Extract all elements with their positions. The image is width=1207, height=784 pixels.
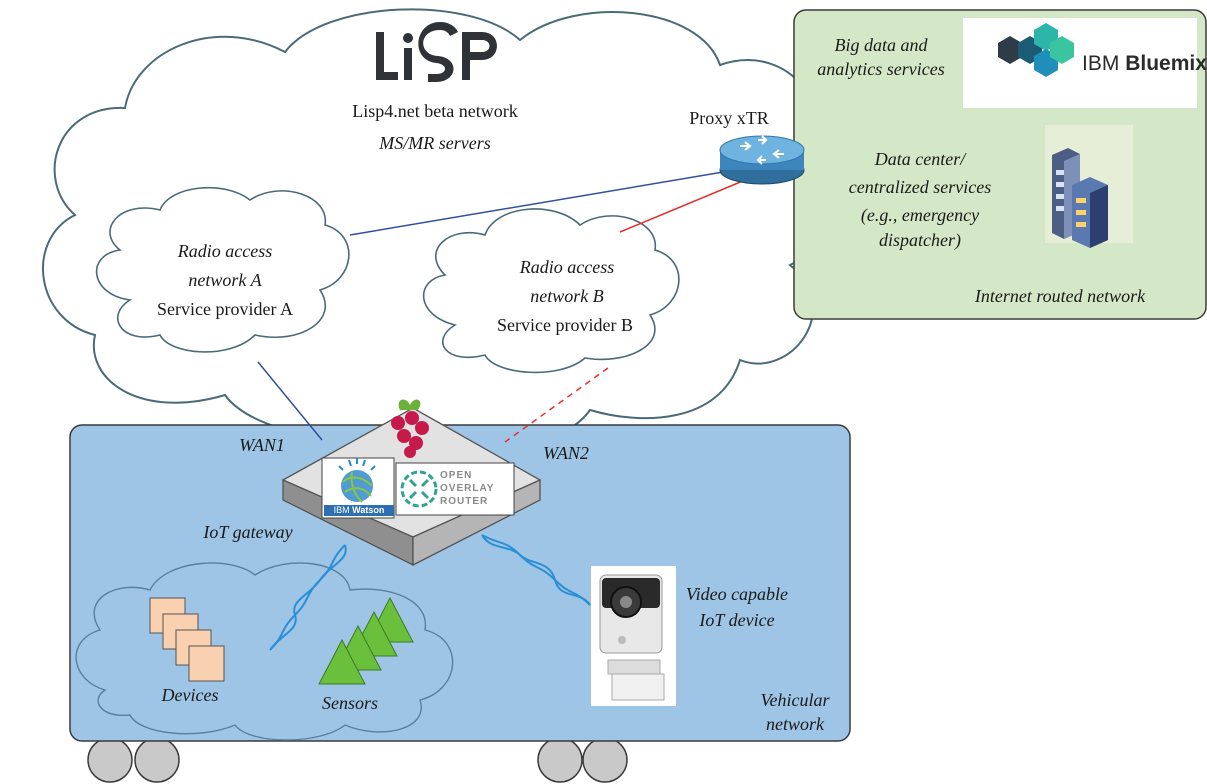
router-icon [719, 135, 805, 185]
iot-gateway-label: IoT gateway [203, 522, 293, 542]
bluemix-name: Bluemix [1125, 52, 1207, 75]
devices-icon [149, 597, 225, 682]
wireless-link-sensors [269, 544, 347, 651]
wheel [582, 737, 628, 783]
wan1-label: WAN1 [239, 435, 285, 455]
watson-name: Watson [352, 505, 385, 515]
camera-label-1: Video capable [685, 584, 789, 604]
datacenter-label-2: centralized services [848, 177, 992, 197]
ran-b-provider: Service provider B [497, 315, 633, 335]
bluemix-hexagon-icon [998, 23, 1074, 77]
link-ran-b-to-proxy [619, 177, 751, 233]
ran-a-provider: Service provider A [157, 299, 293, 319]
bluemix-logo-panel [963, 18, 1197, 108]
wan2-label: WAN2 [543, 443, 589, 463]
oor-wordmark: OPEN OVERLAY ROUTER [440, 469, 512, 508]
oor-line-1: OPEN [440, 470, 473, 481]
link-wan1 [257, 361, 323, 441]
bigdata-label-2: analytics services [817, 59, 945, 79]
ran-b-cloud [422, 208, 680, 374]
ms-mr-servers-label: MS/MR servers [379, 133, 491, 153]
oor-line-3: ROUTER [440, 496, 489, 507]
vehicular-network-label-1: Vehicular [760, 690, 830, 710]
ran-a-cloud [95, 186, 350, 353]
datacenter-label-3: (e.g., emergency [860, 205, 980, 225]
ran-a-label-2: network A [188, 270, 262, 290]
bigdata-label-1: Big data and [834, 35, 928, 55]
wheel [537, 737, 583, 783]
raspberry-pi-icon [391, 399, 429, 458]
ran-b-label-1: Radio access [519, 257, 615, 277]
servers-icon [1052, 148, 1108, 248]
ran-b-label-2: network B [530, 286, 604, 306]
ran-a-label-1: Radio access [177, 241, 273, 261]
lisp-logo [376, 22, 497, 82]
lisp-network-name: Lisp4.net beta network [352, 101, 518, 121]
sensors-label: Sensors [321, 693, 378, 713]
internet-network-name: Internet routed network [974, 286, 1146, 306]
watson-prefix: IBM [333, 505, 350, 515]
bluemix-wordmark: IBM Bluemix [1082, 51, 1207, 77]
proxy-xtr-label: Proxy xTR [689, 108, 769, 128]
camera-icon [591, 566, 676, 706]
vehicular-network-label-2: network [766, 714, 824, 734]
watson-globe-icon [338, 458, 376, 503]
camera-label-2: IoT device [699, 610, 775, 630]
watson-wordmark: IBM Watson [324, 505, 394, 516]
bluemix-prefix: IBM [1082, 52, 1120, 75]
datacenter-label-1: Data center/ [874, 149, 966, 169]
oor-line-2: OVERLAY [440, 483, 495, 494]
overlay-router-icon [400, 470, 438, 508]
devices-label: Devices [161, 685, 219, 705]
sensors-icon [318, 596, 414, 685]
wheel [134, 737, 180, 783]
vehicle-wheels [87, 737, 628, 783]
wireless-link-camera [481, 534, 591, 606]
wheel [87, 737, 133, 783]
datacenter-label-4: dispatcher) [879, 230, 961, 250]
link-ran-a-to-proxy [349, 169, 736, 236]
